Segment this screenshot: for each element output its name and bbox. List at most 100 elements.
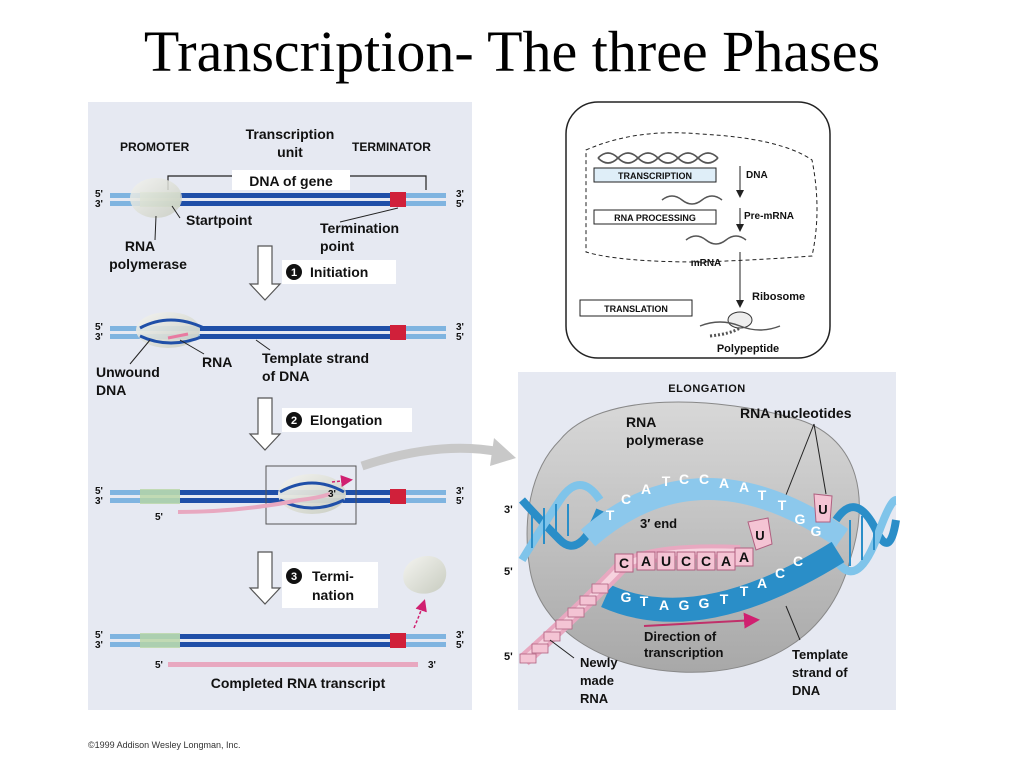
template-label: Template xyxy=(792,647,848,662)
direction-arrow xyxy=(643,612,760,629)
top-base: C xyxy=(621,491,631,507)
dna-of-gene-label: DNA of gene xyxy=(249,173,333,189)
dna1-3prime-top: 3' xyxy=(456,189,464,200)
dna4-5prime: 5' xyxy=(95,630,103,641)
template-strand-label: Template strand xyxy=(262,350,369,366)
release-arrow xyxy=(413,599,427,629)
translation-box xyxy=(579,299,693,317)
step2-label: Elongation xyxy=(310,412,382,428)
newly-made-label-3: RNA xyxy=(580,691,609,706)
transcription-unit-label: Transcription xyxy=(246,126,335,142)
completed-rna-strand xyxy=(168,662,418,667)
rna-nucleotide-tooth xyxy=(543,631,561,642)
polymerase-pointer xyxy=(154,215,157,241)
dna1-3prime-bottom: 3' xyxy=(95,199,103,210)
top-base: T xyxy=(606,507,615,523)
dna3-5prime: 5' xyxy=(95,486,103,497)
top-base: G xyxy=(795,511,806,527)
rna-nucleotide-tooth xyxy=(567,607,585,618)
nucleotide-pointer-1 xyxy=(783,423,815,501)
ribosome-label: Ribosome xyxy=(752,291,805,303)
rna-base-box xyxy=(676,551,696,571)
startpoint-pointer xyxy=(171,205,181,219)
top-base: C xyxy=(679,471,689,487)
dna1-5prime-top: 5' xyxy=(95,189,103,200)
elongation-heading: ELONGATION xyxy=(668,383,746,395)
rna-nucleotide-tooth xyxy=(579,595,597,606)
completed-rna-label: Completed RNA transcript xyxy=(211,675,386,691)
template-strand-arc xyxy=(601,541,845,622)
template-base: A xyxy=(659,597,669,613)
dna3-3prime-right: 3' xyxy=(456,486,464,497)
top-base: A xyxy=(719,475,729,491)
dna4-3prime-right: 3' xyxy=(456,630,464,641)
rna-base: A xyxy=(739,549,749,565)
rna-label: RNA xyxy=(202,354,232,370)
rna-base-box xyxy=(656,551,676,571)
step3-badge xyxy=(286,568,302,584)
free-nucleotide-2: U xyxy=(813,493,833,523)
step2-box xyxy=(282,408,412,432)
elongation-polymerase-label-2: polymerase xyxy=(626,432,704,448)
startpoint-label: Startpoint xyxy=(186,212,252,228)
rna-base-box xyxy=(696,551,716,571)
dna-of-gene-box xyxy=(232,170,350,190)
elongation-3prime-left: 3' xyxy=(504,504,513,516)
template-pointer-elong xyxy=(785,605,801,641)
rna-base: C xyxy=(681,553,691,569)
transcription-unit-label-2: unit xyxy=(277,144,303,160)
rna-nucleotide-tooth xyxy=(519,653,537,664)
dna1-5prime-bottom: 5' xyxy=(456,199,464,210)
elongation-polymerase-label: RNA xyxy=(626,414,656,430)
premrna-squiggle xyxy=(661,195,723,205)
top-base: T xyxy=(778,497,787,513)
step1-number: 1 xyxy=(291,267,297,279)
translation-label: TRANSLATION xyxy=(604,304,668,314)
dna-strand-4 xyxy=(110,633,446,667)
rna-polymerase-blob xyxy=(130,178,182,218)
completed-3prime: 3' xyxy=(428,660,436,671)
template-base: G xyxy=(699,595,710,611)
template-base: C xyxy=(775,565,785,581)
step3-number: 3 xyxy=(291,571,297,583)
top-base: G xyxy=(811,523,822,539)
nucleotide-pointer-2 xyxy=(813,423,827,495)
top-base: T xyxy=(662,473,671,489)
dna4-3prime: 3' xyxy=(95,640,103,651)
rna-base-box xyxy=(734,547,754,567)
rna-nucleotides-label: RNA nucleotides xyxy=(740,405,852,421)
nucleus-envelope xyxy=(585,132,818,263)
zoom-connector-head xyxy=(490,438,516,466)
termination-point-label: Termination xyxy=(320,220,399,236)
termination-pointer xyxy=(339,207,399,223)
dna-strand-2 xyxy=(110,312,446,348)
zoom-connector xyxy=(360,443,501,471)
rna-polymerase-label-2: polymerase xyxy=(109,256,187,272)
transcription-step-label: TRANSCRIPTION xyxy=(618,171,692,181)
rna-nucleotide-tooth xyxy=(531,643,549,654)
rna-base: A xyxy=(641,553,651,569)
template-base: T xyxy=(720,591,729,607)
rna-base-box xyxy=(636,551,656,571)
dna-strand-1 xyxy=(110,178,446,218)
free-nucleotide-1-base: U xyxy=(755,528,764,543)
rna-start xyxy=(167,332,189,340)
elongation-5prime-rna: 5' xyxy=(504,651,513,663)
template-pointer xyxy=(255,339,271,351)
dna4-5prime-right: 5' xyxy=(456,640,464,651)
dna2-3prime-right: 3' xyxy=(456,322,464,333)
template-base: T xyxy=(640,593,649,609)
released-polymerase xyxy=(403,556,447,594)
free-nucleotide-2-base: U xyxy=(818,502,827,517)
rna-base: C xyxy=(701,553,711,569)
rna-processing-label: RNA PROCESSING xyxy=(614,213,696,223)
polypeptide-label: Polypeptide xyxy=(717,343,779,355)
rna-base: A xyxy=(721,553,731,569)
rna-5prime: 5' xyxy=(155,512,163,523)
rna-base: U xyxy=(661,553,671,569)
template-base: G xyxy=(679,597,690,613)
step1-badge xyxy=(286,264,302,280)
